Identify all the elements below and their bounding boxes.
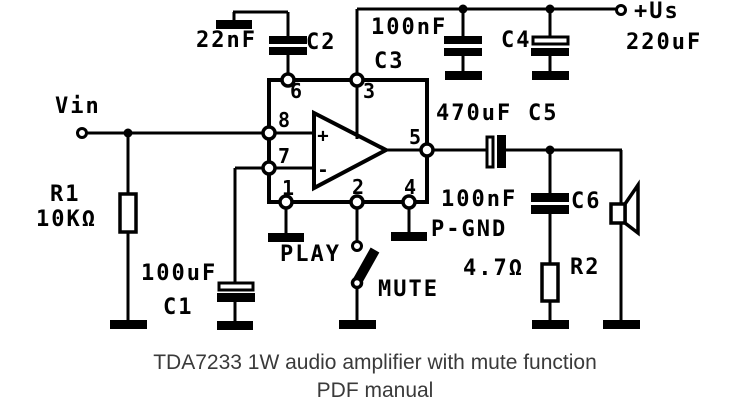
caption-title: TDA7233 1W audio amplifier with mute fun… bbox=[153, 351, 597, 374]
junction-input-r1 bbox=[123, 128, 133, 138]
r1-name-label: R1 bbox=[50, 182, 81, 207]
pin1-label: 1 bbox=[282, 176, 294, 200]
pin2-label: 2 bbox=[352, 175, 364, 199]
ground-speaker bbox=[603, 320, 640, 329]
pin4-node bbox=[401, 194, 417, 210]
nodes bbox=[76, 4, 627, 210]
pin2-node bbox=[349, 194, 365, 210]
opamp-inverting-sign: - bbox=[317, 159, 328, 181]
switch-contact-bottom bbox=[350, 276, 364, 290]
pin8-node bbox=[261, 125, 277, 141]
c4-name-label: C4 bbox=[501, 28, 532, 53]
speaker-driver bbox=[609, 202, 627, 225]
pin7-label: 7 bbox=[278, 144, 290, 168]
ground-c2 bbox=[216, 20, 252, 29]
mute-label: MUTE bbox=[378, 277, 439, 302]
ground-r2 bbox=[532, 320, 569, 329]
c2-plate-bottom bbox=[269, 47, 307, 55]
switch-contact-top bbox=[351, 240, 363, 252]
opamp-triangle bbox=[312, 109, 391, 192]
play-label: PLAY bbox=[280, 242, 341, 267]
r2-value-label: 4.7Ω bbox=[463, 256, 524, 281]
junction-out-c6 bbox=[545, 145, 555, 155]
c3-value-label: 100nF bbox=[371, 15, 448, 40]
ic-opamp: + - bbox=[267, 78, 429, 204]
c6-plate-bottom bbox=[531, 205, 569, 214]
c4-plate-negative bbox=[531, 48, 569, 56]
c4-plate-positive bbox=[531, 35, 570, 46]
junction-rail-c3 bbox=[458, 4, 468, 14]
pin-labels: 6 3 8 7 1 2 4 5 bbox=[278, 79, 421, 200]
ground-pin4 bbox=[391, 232, 427, 241]
resistor-r1 bbox=[118, 192, 138, 234]
c6-name-label: C6 bbox=[571, 189, 602, 214]
supply-label: +Us bbox=[634, 0, 680, 24]
input-terminal bbox=[76, 127, 88, 139]
r1-value-label: 10KΩ bbox=[36, 207, 97, 232]
c5-value-label: 470uF bbox=[436, 101, 513, 126]
opamp-noninverting-sign: + bbox=[317, 125, 328, 147]
capacitor-c4 bbox=[531, 35, 570, 56]
wires bbox=[86, 7, 623, 326]
switch-lever bbox=[352, 247, 380, 285]
pin3-node bbox=[349, 72, 365, 88]
r2-name-label: R2 bbox=[570, 255, 601, 280]
c1-plate-positive bbox=[217, 281, 255, 292]
c2-value-label: 22nF bbox=[196, 28, 257, 53]
supply-terminal bbox=[615, 4, 627, 16]
pin6-label: 6 bbox=[290, 79, 302, 103]
pin7-node bbox=[261, 160, 277, 176]
pin1-node bbox=[278, 194, 294, 210]
caption-subtitle: PDF manual bbox=[316, 379, 434, 402]
c3-plate-top bbox=[444, 36, 482, 44]
ground-c3 bbox=[445, 71, 482, 80]
resistor-r2 bbox=[540, 262, 560, 303]
c2-plate-top bbox=[269, 36, 307, 44]
ground-r1 bbox=[110, 320, 147, 329]
capacitor-c3 bbox=[444, 36, 482, 56]
speaker-cone bbox=[623, 179, 640, 237]
pin3-label: 3 bbox=[363, 79, 375, 103]
c5-name-label: C5 bbox=[528, 101, 559, 126]
power-ground-label: P-GND bbox=[431, 217, 508, 242]
c4-value-label: 220uF bbox=[626, 30, 703, 55]
ground-c1 bbox=[217, 321, 253, 330]
junction-rail-c4 bbox=[545, 4, 555, 14]
capacitor-c2 bbox=[269, 36, 307, 55]
c3-name-label: C3 bbox=[374, 49, 405, 74]
c6-value-label: 100nF bbox=[441, 187, 518, 212]
c1-value-label: 100uF bbox=[141, 261, 218, 286]
ground-switch bbox=[339, 320, 376, 329]
c6-plate-top bbox=[531, 193, 569, 202]
capacitor-c5 bbox=[485, 135, 506, 169]
c5-plate-positive bbox=[485, 135, 495, 169]
capacitor-c6 bbox=[531, 193, 569, 214]
mute-switch bbox=[350, 240, 380, 290]
pin4-label: 4 bbox=[404, 175, 416, 199]
ic-outline bbox=[267, 78, 429, 204]
pin8-label: 8 bbox=[278, 108, 290, 132]
c1-name-label: C1 bbox=[163, 295, 194, 320]
c1-plate-negative bbox=[217, 293, 255, 302]
capacitor-c1 bbox=[217, 281, 255, 302]
ground-symbols bbox=[110, 20, 640, 330]
c3-plate-bottom bbox=[444, 48, 482, 56]
pin5-label: 5 bbox=[409, 125, 421, 149]
pin5-node bbox=[419, 142, 435, 158]
input-label: Vin bbox=[55, 94, 101, 119]
ground-pin1 bbox=[268, 233, 304, 242]
ground-c4 bbox=[532, 71, 569, 80]
pin6-node bbox=[280, 72, 296, 88]
c2-name-label: C2 bbox=[306, 30, 337, 55]
speaker-icon bbox=[609, 179, 640, 237]
c5-plate-negative bbox=[497, 135, 506, 168]
